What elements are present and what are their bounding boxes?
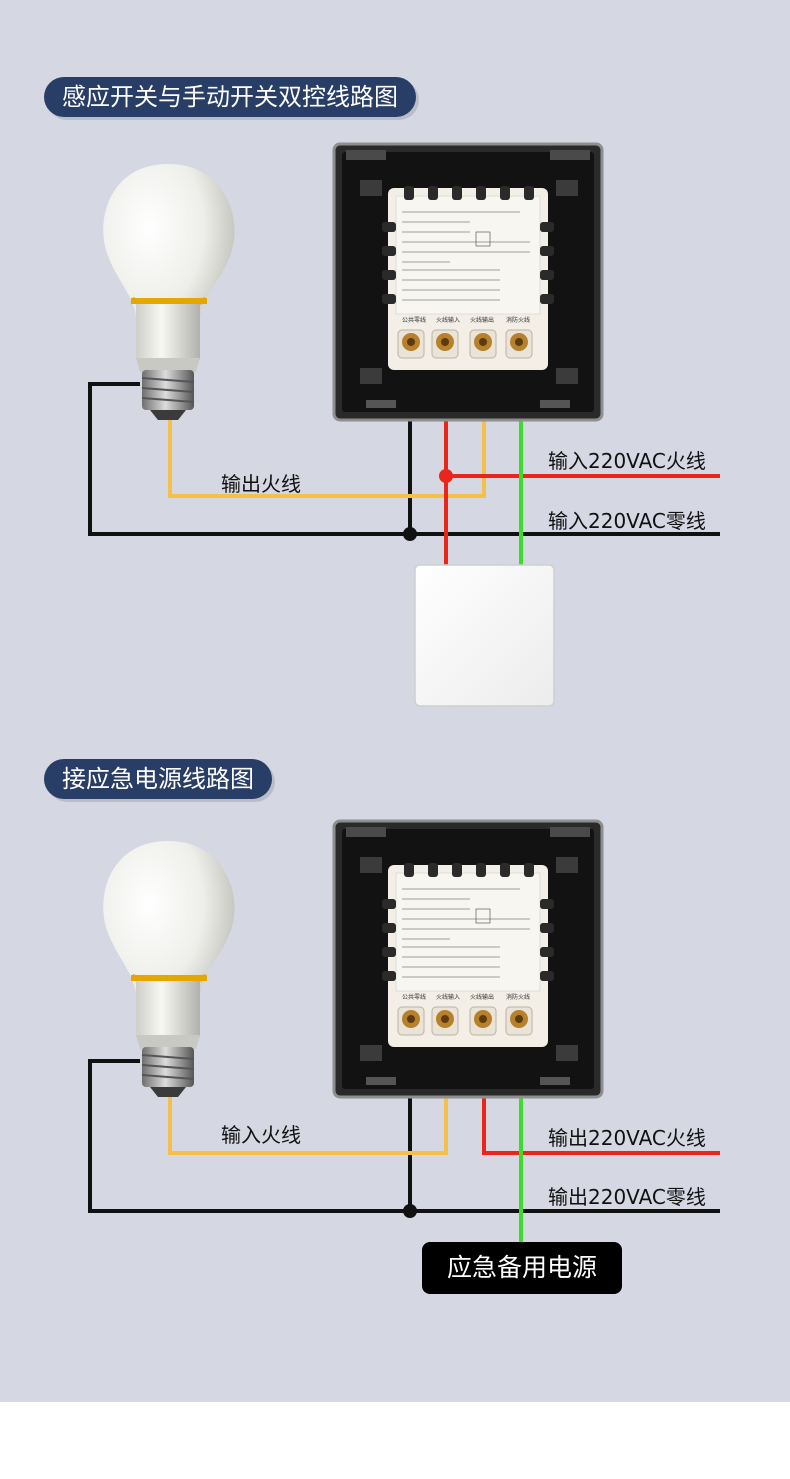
light-bulb-icon xyxy=(103,841,234,1097)
manual-switch-icon xyxy=(414,564,555,707)
section2-diagram xyxy=(88,819,720,1243)
output-live-wire xyxy=(168,418,486,498)
sensor-switch-module-icon xyxy=(332,142,604,422)
input-live-wire xyxy=(168,1095,448,1155)
junction-dot xyxy=(439,469,453,483)
label-input-neutral: 输入220VAC零线 xyxy=(548,509,706,533)
light-bulb-icon xyxy=(103,164,234,420)
section2-title: 接应急电源线路图 xyxy=(44,759,272,799)
label-output-neutral: 输出220VAC零线 xyxy=(548,1185,706,1209)
sensor-switch-module-icon xyxy=(332,819,604,1099)
label-output-live: 输出火线 xyxy=(221,472,301,496)
label-input-live: 输入火线 xyxy=(221,1123,301,1147)
label-output-live: 输出220VAC火线 xyxy=(548,1126,706,1150)
section1-title: 感应开关与手动开关双控线路图 xyxy=(44,77,416,117)
section1-diagram xyxy=(88,142,720,707)
label-input-live: 输入220VAC火线 xyxy=(548,449,706,473)
junction-dot xyxy=(403,1204,417,1218)
junction-dot xyxy=(403,527,417,541)
backup-power-box: 应急备用电源 xyxy=(422,1242,622,1294)
output-live-wire xyxy=(482,1095,720,1155)
